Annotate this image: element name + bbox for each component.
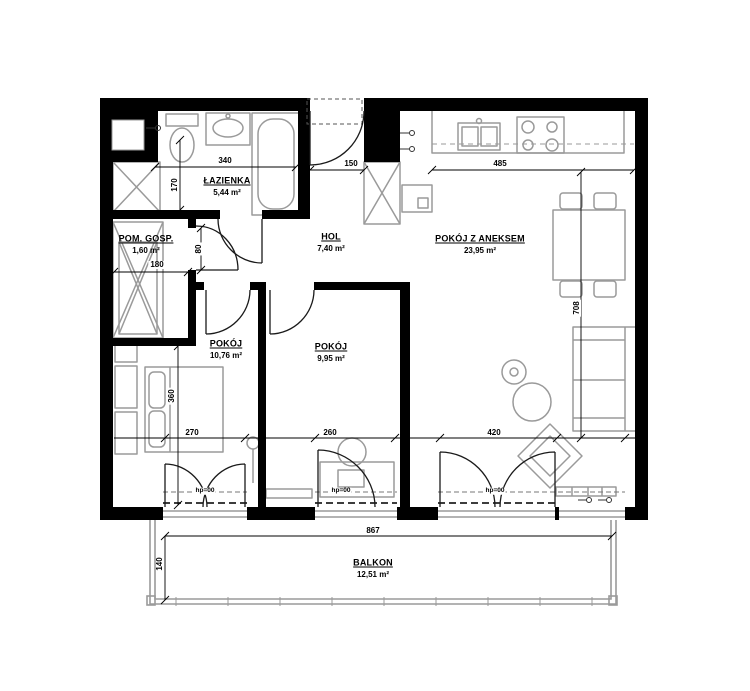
dim-180: 180	[148, 260, 166, 269]
room-area-living: 23,95 m²	[463, 246, 497, 255]
sofa	[572, 326, 640, 432]
dim-360: 360	[167, 387, 176, 405]
toilet	[165, 113, 199, 163]
bedside-cabinets	[114, 342, 138, 455]
window-label-right: hp=00	[484, 486, 506, 495]
room-label-living: POKÓJ Z ANEKSEM	[435, 233, 525, 244]
floor-lamp	[246, 436, 260, 483]
fridge	[401, 184, 433, 213]
wall-niche	[111, 119, 145, 151]
room-area-bedroom-middle: 9,95 m²	[317, 354, 345, 363]
room-area-hall: 7,40 m²	[317, 244, 345, 253]
room-label-balcony: BALKON	[353, 557, 393, 568]
dim-260: 260	[321, 428, 339, 437]
dim-420: 420	[485, 428, 503, 437]
hall-wardrobe	[363, 161, 401, 225]
plant	[501, 359, 527, 385]
room-label-bathroom: ŁAZIENKA	[203, 175, 251, 186]
balcony-railing	[146, 520, 618, 606]
radiator-middle	[265, 488, 313, 499]
dim-80: 80	[194, 242, 203, 256]
dim-150: 150	[342, 159, 360, 168]
window-label-middle: hp=00	[330, 486, 352, 495]
dashed-lines	[163, 98, 634, 504]
room-area-bedroom-left: 10,76 m²	[209, 351, 243, 360]
dim-340: 340	[216, 156, 234, 165]
room-label-utility: POM. GOSP.	[118, 233, 174, 244]
socket-icon	[400, 130, 415, 136]
doors	[164, 110, 556, 508]
dim-270: 270	[183, 428, 201, 437]
room-label-hall: HOL	[321, 231, 341, 242]
stove	[516, 116, 565, 154]
dim-867: 867	[364, 526, 382, 535]
dimension-lines	[109, 135, 640, 605]
dining-table	[552, 192, 626, 298]
room-area-bathroom: 5,44 m²	[213, 188, 241, 197]
coffee-table	[512, 382, 552, 422]
socket-icon	[578, 497, 592, 503]
room-area-utility: 1,60 m²	[132, 246, 160, 255]
dim-140: 140	[155, 555, 164, 573]
socket-icon	[598, 497, 612, 503]
room-label-bedroom-left: POKÓJ	[209, 338, 243, 349]
room-label-bedroom-middle: POKÓJ	[314, 341, 348, 352]
bathtub	[251, 112, 301, 216]
bed	[144, 366, 224, 453]
window-label-left: hp=00	[194, 486, 216, 495]
socket-icon	[146, 125, 161, 131]
dim-170: 170	[170, 176, 179, 194]
washbasin	[205, 112, 251, 146]
dim-708: 708	[572, 299, 581, 317]
dim-485: 485	[491, 159, 509, 168]
balcony-windows	[163, 510, 625, 518]
armchair	[517, 423, 583, 489]
room-area-balcony: 12,51 m²	[356, 570, 390, 579]
kitchen-sink	[457, 117, 501, 151]
socket-icon	[400, 146, 415, 152]
